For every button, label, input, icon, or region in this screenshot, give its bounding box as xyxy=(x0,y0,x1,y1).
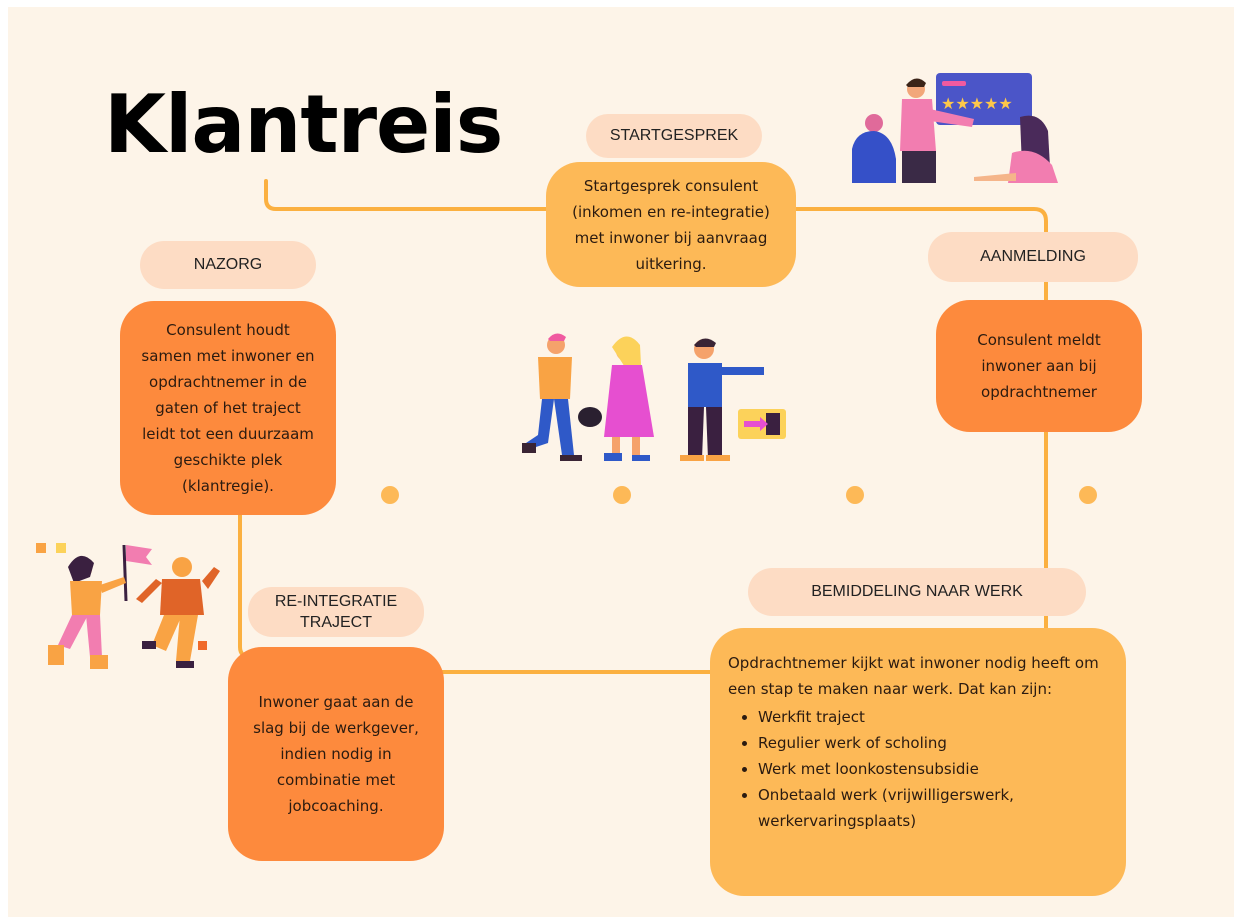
path-title-to-start xyxy=(264,179,560,211)
aanmelding-label: AANMELDING xyxy=(928,232,1138,282)
startgesprek-box: Startgesprek consulent (inkomen en re-in… xyxy=(546,162,796,287)
list-item: Regulier werk of scholing xyxy=(758,730,1108,756)
bemiddeling-label: BEMIDDELING NAAR WERK xyxy=(748,568,1086,616)
klantreis-canvas: Klantreis STARTGESPREK Startgesprek cons… xyxy=(8,7,1234,917)
nazorg-box: Consulent houdt samen met inwoner en opd… xyxy=(120,301,336,515)
list-item: Werk met loonkostensubsidie xyxy=(758,756,1108,782)
bemiddeling-list: Werkfit traject Regulier werk of scholin… xyxy=(728,704,1108,834)
path-start-to-aanmelding xyxy=(786,207,1048,309)
nazorg-text: Consulent houdt samen met inwoner en opd… xyxy=(141,321,315,495)
page-title: Klantreis xyxy=(104,78,503,171)
reintegratie-label: RE-INTEGRATIE TRAJECT xyxy=(248,587,424,637)
timeline-dot xyxy=(613,486,631,504)
svg-text:★★★★★: ★★★★★ xyxy=(941,94,1013,113)
list-item: Werkfit traject xyxy=(758,704,1108,730)
bemiddeling-intro: Opdrachtnemer kijkt wat inwoner nodig he… xyxy=(728,654,1099,698)
review-meeting-illustration: ★★★★★ xyxy=(852,73,1058,183)
bemiddeling-box: Opdrachtnemer kijkt wat inwoner nodig he… xyxy=(710,628,1126,896)
celebration-illustration xyxy=(36,543,220,669)
nazorg-label: NAZORG xyxy=(140,241,316,289)
timeline-dot xyxy=(846,486,864,504)
startgesprek-text: Startgesprek consulent (inkomen en re-in… xyxy=(572,176,770,273)
walking-people-illustration xyxy=(522,333,786,461)
timeline-dot xyxy=(1079,486,1097,504)
aanmelding-text: Consulent meldt inwoner aan bij opdracht… xyxy=(977,331,1101,401)
list-item: Onbetaald werk (vrijwilligerswerk, werke… xyxy=(758,782,1108,834)
aanmelding-box: Consulent meldt inwoner aan bij opdracht… xyxy=(936,300,1142,432)
timeline-dot xyxy=(381,486,399,504)
reintegratie-text: Inwoner gaat aan de slag bij de werkgeve… xyxy=(253,693,419,815)
reintegratie-box: Inwoner gaat aan de slag bij de werkgeve… xyxy=(228,647,444,861)
path-reintegratie-to-nazorg xyxy=(238,510,254,661)
startgesprek-label: STARTGESPREK xyxy=(586,114,762,158)
